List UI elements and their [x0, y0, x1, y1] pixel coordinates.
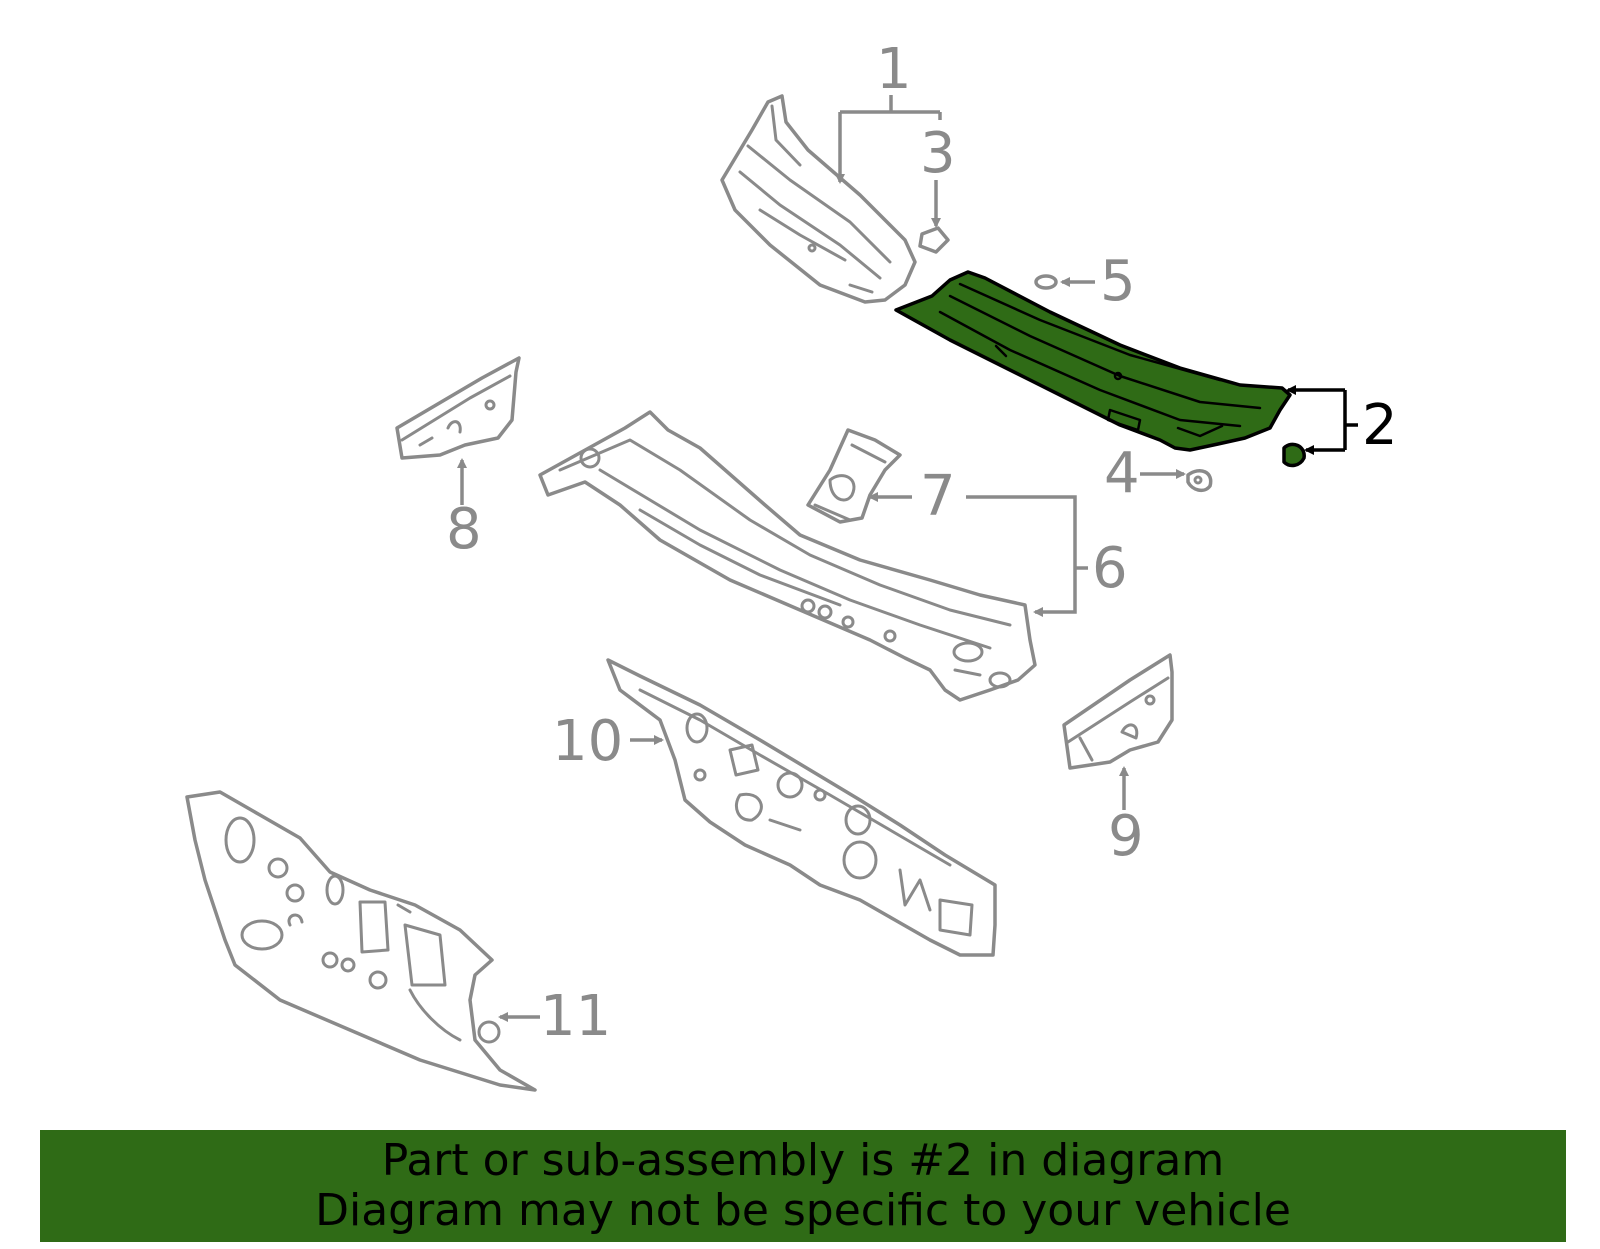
callout-7: 7: [920, 464, 956, 529]
banner-line-1: Part or sub-assembly is #2 in diagram: [381, 1135, 1225, 1186]
part-4-bracket: [1186, 469, 1213, 493]
callout-6: 6: [1092, 536, 1128, 601]
part-3-clip: [918, 226, 950, 254]
part-2-cowl-vent-panel: [894, 270, 1306, 468]
part-7-center-bracket: [806, 428, 902, 524]
banner-line-2: Diagram may not be specific to your vehi…: [315, 1185, 1291, 1236]
callout-labels: 1 3 5 2 4 7 6 8 9 10 11: [446, 37, 1398, 1049]
part-10-dash-panel: [606, 658, 997, 957]
callout-9: 9: [1108, 804, 1144, 869]
part-5-grommet: [1034, 274, 1058, 290]
callout-10: 10: [552, 709, 623, 774]
callout-2: 2: [1362, 393, 1398, 458]
callout-11: 11: [540, 984, 611, 1049]
callout-8: 8: [446, 497, 482, 562]
part-6-cross-member: [538, 410, 1037, 702]
leader-lines: [457, 95, 1358, 1022]
callout-3: 3: [920, 121, 956, 186]
part-8-left-bracket: [395, 356, 521, 460]
part-11-dash-insulator: [185, 790, 537, 1092]
part-9-right-bracket: [1062, 653, 1174, 770]
part-1-cowl-upper: [720, 94, 917, 304]
callout-1: 1: [876, 37, 912, 102]
callout-4: 4: [1104, 441, 1140, 506]
info-banner: Part or sub-assembly is #2 in diagram Di…: [40, 1130, 1566, 1242]
callout-5: 5: [1100, 249, 1136, 314]
